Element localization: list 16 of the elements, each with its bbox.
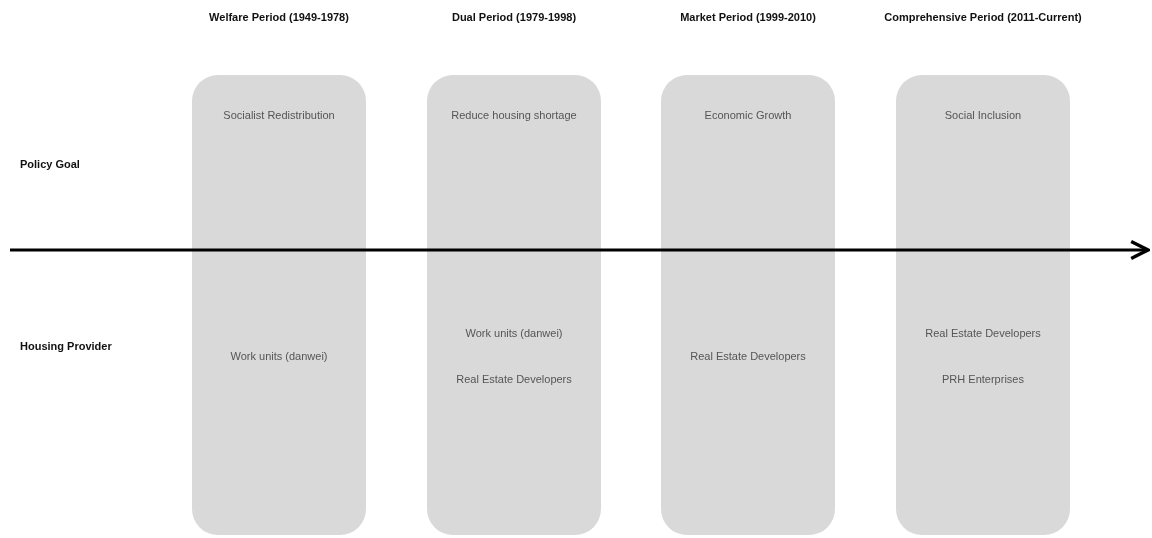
policy-goal-text: Economic Growth: [703, 108, 793, 123]
row-label: Housing Provider: [20, 340, 112, 352]
policy-goal-text: Socialist Redistribution: [222, 108, 336, 123]
policy-goal-text: Reduce housing shortage: [450, 108, 578, 123]
housing-provider-text: Work units (danwei): [464, 326, 564, 341]
housing-provider-text: Real Estate Developers: [455, 372, 573, 387]
policy-goal-text: Social Inclusion: [943, 108, 1023, 123]
period-heading: Market Period (1999-2010): [679, 10, 817, 25]
period-heading: Welfare Period (1949-1978): [208, 10, 350, 25]
housing-provider-text: Real Estate Developers: [689, 349, 807, 364]
housing-provider-text: Work units (danwei): [229, 349, 329, 364]
housing-provider-text: PRH Enterprises: [941, 372, 1025, 387]
period-heading: Comprehensive Period (2011-Current): [883, 10, 1083, 25]
housing-provider-text: Real Estate Developers: [924, 326, 1042, 341]
period-heading: Dual Period (1979-1998): [450, 10, 578, 25]
row-label: Policy Goal: [20, 158, 80, 170]
